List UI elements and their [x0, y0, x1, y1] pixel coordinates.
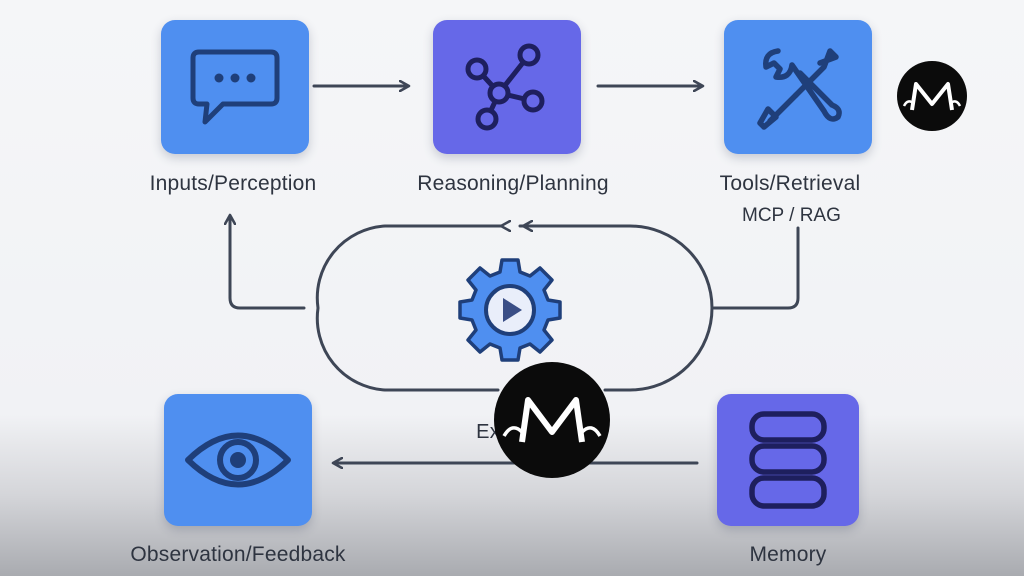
execution-node [452, 252, 568, 368]
chat-bubble-icon [190, 49, 280, 125]
brand-logo-center [494, 362, 610, 478]
inputs-perception-node [161, 20, 309, 154]
m-monogram-icon [502, 397, 602, 443]
tools-retrieval-sublabel: MCP / RAG [742, 205, 841, 226]
execution-loop-top-left [315, 226, 502, 392]
eye-icon [185, 432, 291, 488]
gear-play-icon [458, 258, 562, 362]
execution-loop-right [518, 224, 714, 392]
database-icon [749, 411, 827, 509]
reasoning-planning-label: Reasoning/Planning [417, 172, 609, 195]
tools-retrieval-label: Tools/Retrieval [719, 172, 861, 195]
observation-feedback-label: Observation/Feedback [130, 543, 346, 566]
memory-label: Memory [749, 543, 827, 566]
connector-tools-to-loop [712, 226, 800, 310]
tools-retrieval-node [724, 20, 872, 154]
reasoning-planning-node [433, 20, 581, 154]
m-monogram-icon [902, 82, 962, 111]
arrow-return-to-inputs [230, 216, 306, 310]
brand-logo-top-right [897, 61, 967, 131]
inputs-perception-label: Inputs/Perception [149, 172, 317, 195]
wrench-screwdriver-icon [757, 48, 842, 130]
memory-node [717, 394, 859, 526]
observation-feedback-node [164, 394, 312, 526]
network-graph-icon [465, 43, 545, 131]
